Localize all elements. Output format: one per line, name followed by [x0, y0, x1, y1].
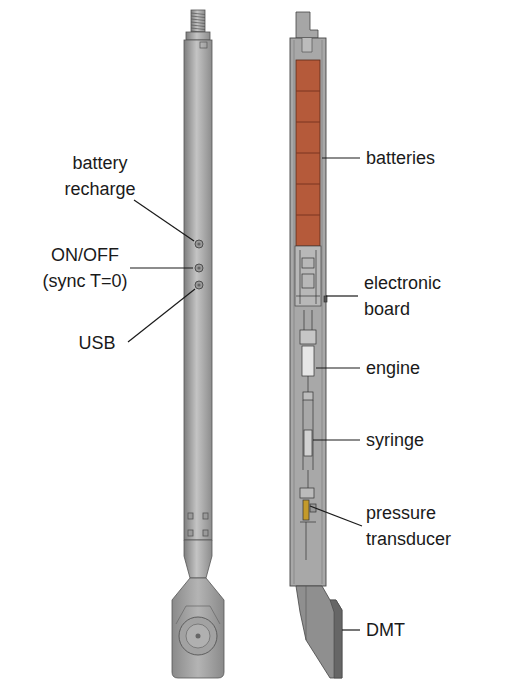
transducer: [306, 522, 307, 560]
port-pin: [197, 283, 200, 286]
leader-lines: [342, 629, 360, 630]
screw-thread: [191, 10, 205, 32]
engine-block: [312, 310, 313, 330]
port-pin: [197, 266, 200, 269]
blade-edge: [176, 606, 220, 624]
wall-line: [322, 40, 323, 584]
part-label: syringe: [366, 427, 506, 453]
grooves: [188, 530, 193, 536]
screw-thread: [191, 10, 205, 33]
engine-block: [304, 310, 305, 330]
port-pin: [197, 242, 200, 245]
leader-lines: [128, 158, 362, 630]
switch-port: [195, 264, 203, 272]
syringe-body: [308, 470, 309, 488]
blade-line: [306, 586, 307, 640]
syringe-body: [303, 400, 304, 470]
dmt-blade-side: [296, 586, 342, 678]
part-label: DMT: [366, 617, 506, 643]
engine-block: [300, 330, 316, 344]
collar: [186, 32, 210, 40]
leader-lines: [130, 267, 193, 268]
membrane-center: [196, 634, 201, 639]
membrane: [179, 617, 217, 655]
board-housing: [295, 246, 321, 306]
cell-divider: [296, 122, 320, 123]
part-label: USB: [62, 330, 132, 356]
leader-lines: [310, 506, 362, 526]
part-label: ON/OFF (sync T=0): [30, 242, 140, 294]
taper: [184, 540, 212, 578]
section-view: [290, 12, 342, 678]
battery-pack: [296, 60, 320, 246]
grooves: [203, 513, 208, 519]
cell-divider: [296, 215, 320, 216]
grooves: [203, 530, 208, 536]
recharge-port: [195, 240, 203, 248]
blade-face: [330, 600, 342, 678]
engine-block: [302, 346, 314, 376]
syringe-body: [313, 400, 314, 470]
transducer: [303, 500, 309, 520]
thread-line: [191, 25, 205, 27]
cell-divider: [296, 153, 320, 154]
syringe-body: [303, 400, 313, 488]
battery-cells: [296, 91, 320, 215]
leader-lines: [128, 289, 195, 342]
leader-lines: [316, 367, 360, 368]
board-details: [296, 250, 327, 304]
exterior-view: [172, 10, 224, 678]
thread-line: [191, 28, 205, 30]
thread-line: [191, 16, 205, 18]
transducer: [300, 488, 316, 560]
board-details: [324, 296, 327, 302]
part-label: battery recharge: [50, 150, 150, 202]
rod-housing: [290, 38, 326, 586]
dmt-blade: [172, 578, 224, 678]
engine-block: [303, 392, 313, 400]
leader-lines: [326, 295, 358, 296]
cell-divider: [296, 91, 320, 92]
thread-line: [191, 22, 205, 24]
engine-block: [308, 376, 309, 392]
grooves: [188, 513, 208, 536]
plug: [302, 38, 312, 52]
wall-line: [294, 40, 295, 584]
thread-line: [191, 19, 205, 21]
part-label: engine: [366, 355, 506, 381]
grooves: [188, 513, 193, 519]
leader-lines: [134, 200, 194, 241]
leader-lines: [322, 157, 360, 158]
board-details: [302, 258, 314, 268]
engine-block: [300, 310, 316, 400]
board-details: [302, 274, 314, 288]
board-details: [296, 296, 320, 297]
usb-port: [195, 281, 203, 289]
part-label: batteries: [366, 145, 506, 171]
cell-divider: [296, 184, 320, 185]
syringe-body: [304, 430, 312, 456]
membrane-ring: [186, 624, 210, 648]
part-label: electronic board: [364, 270, 474, 322]
top-connector: [296, 12, 318, 38]
rod-body: [184, 40, 212, 540]
leader-lines: [313, 439, 360, 440]
part-label: pressure transducer: [366, 500, 476, 552]
transducer: [300, 488, 314, 498]
transducer: [300, 522, 316, 523]
thread-line: [191, 13, 205, 15]
slot: [200, 42, 207, 48]
